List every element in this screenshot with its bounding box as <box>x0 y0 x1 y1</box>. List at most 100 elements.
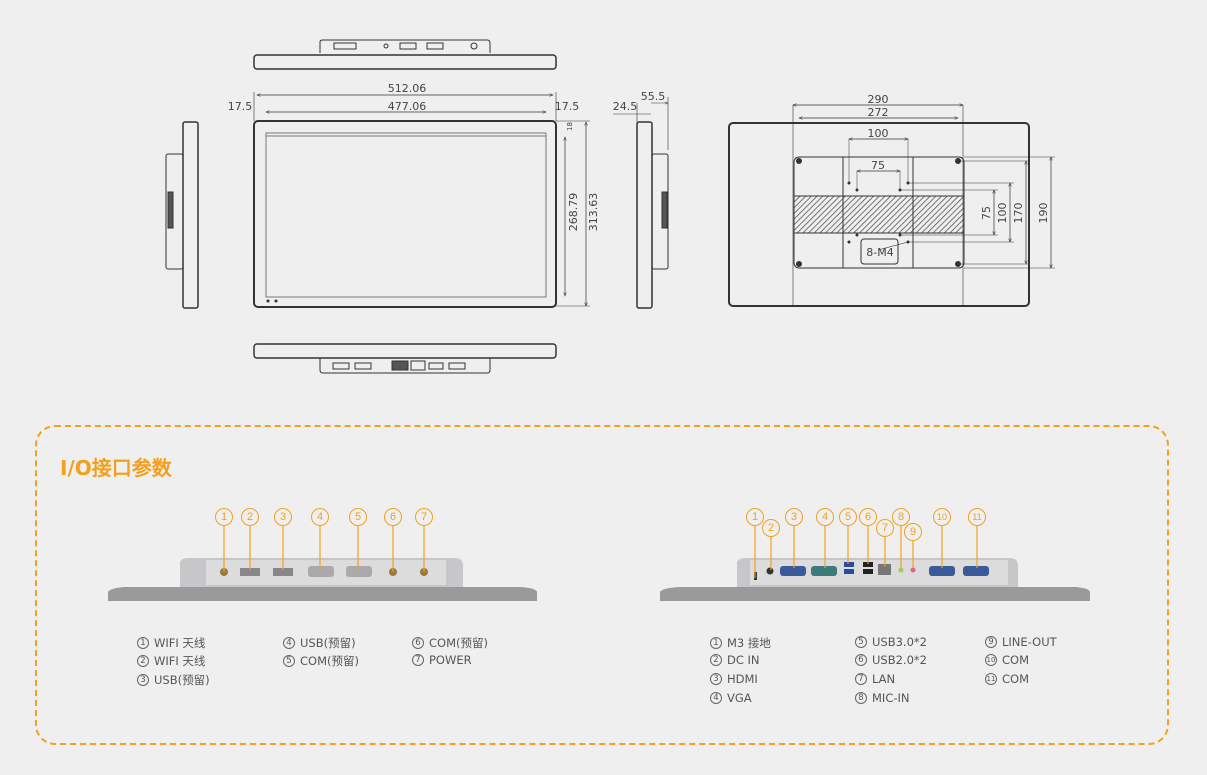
top-panel-callout-3: 3 <box>274 508 292 526</box>
bottom-panel-callout-3: 3 <box>785 508 803 526</box>
legend-label: COM <box>1002 653 1030 667</box>
top-panel-callout-7: 7 <box>415 508 433 526</box>
dim-total-height: 313.63 <box>587 193 600 232</box>
bottom-panel-legend-item: 11 COM <box>985 672 1029 686</box>
top-panel-legend-item: 5 COM(预留) <box>283 653 359 669</box>
legend-label: USB3.0*2 <box>872 635 927 649</box>
top-panel-callout-2: 2 <box>241 508 259 526</box>
dim-screen-width: 477.06 <box>388 100 427 113</box>
legend-number: 4 <box>710 692 722 704</box>
bottom-panel-legend-item: 9 LINE-OUT <box>985 635 1057 649</box>
dim-side-total-depth: 55.5 <box>641 90 666 103</box>
dim-back-290: 290 <box>868 93 889 106</box>
legend-label: M3 接地 <box>727 636 771 650</box>
legend-number: 7 <box>412 654 424 666</box>
top-panel-legend-item: 3 USB(预留) <box>137 672 210 688</box>
legend-number: 3 <box>137 674 149 686</box>
legend-label: VGA <box>727 691 752 705</box>
dim-height-75: 75 <box>980 206 993 220</box>
dim-back-272: 272 <box>868 106 889 119</box>
bottom-panel-legend-item: 5 USB3.0*2 <box>855 635 927 649</box>
top-panel-callout-6: 6 <box>384 508 402 526</box>
top-io-panel-photo <box>108 558 537 601</box>
dim-height-100: 100 <box>996 203 1009 224</box>
legend-number: 1 <box>710 637 722 649</box>
bottom-io-panel-photo <box>660 558 1090 601</box>
top-panel-legend-item: 7 POWER <box>412 653 472 667</box>
screw-label: 8-M4 <box>866 246 893 259</box>
front-view <box>253 92 590 308</box>
bottom-panel-legend-item: 2 DC IN <box>710 653 760 667</box>
top-panel-legend-item: 4 USB(预留) <box>283 635 356 651</box>
legend-number: 6 <box>855 654 867 666</box>
dim-vesa-75: 75 <box>871 159 885 172</box>
dim-height-170: 170 <box>1012 203 1025 224</box>
top-view <box>253 39 557 70</box>
legend-number: 11 <box>985 673 997 685</box>
legend-label: WIFI 天线 <box>154 636 206 650</box>
legend-label: DC IN <box>727 653 760 667</box>
legend-label: COM(预留) <box>300 654 359 668</box>
legend-label: LINE-OUT <box>1002 635 1057 649</box>
top-panel-legend-item: 2 WIFI 天线 <box>137 653 205 669</box>
bottom-panel-legend-item: 7 LAN <box>855 672 895 686</box>
legend-number: 8 <box>855 692 867 704</box>
legend-label: HDMI <box>727 672 758 686</box>
bottom-panel-callout-7: 7 <box>876 519 894 537</box>
top-panel-legend-item: 6 COM(预留) <box>412 635 488 651</box>
legend-number: 2 <box>137 655 149 667</box>
left-side-view <box>165 121 199 309</box>
bottom-panel-callout-10: 10 <box>933 508 951 526</box>
back-view <box>728 105 1055 307</box>
legend-label: USB(预留) <box>300 636 356 650</box>
dim-right-margin: 17.5 <box>555 100 580 113</box>
legend-label: USB2.0*2 <box>872 653 927 667</box>
bottom-panel-legend-item: 4 VGA <box>710 691 752 705</box>
legend-number: 1 <box>137 637 149 649</box>
bottom-panel-legend-item: 10 COM <box>985 653 1029 667</box>
top-panel-callout-1: 1 <box>215 508 233 526</box>
legend-number: 2 <box>710 654 722 666</box>
legend-label: COM(预留) <box>429 636 488 650</box>
legend-number: 10 <box>985 654 997 666</box>
right-side-view <box>613 97 668 309</box>
legend-number: 7 <box>855 673 867 685</box>
dim-total-width: 512.06 <box>388 82 427 95</box>
bottom-panel-legend-item: 1 M3 接地 <box>710 635 771 651</box>
legend-label: WIFI 天线 <box>154 654 206 668</box>
bottom-panel-callout-6: 6 <box>859 508 877 526</box>
legend-number: 3 <box>710 673 722 685</box>
bottom-panel-callout-9: 9 <box>904 523 922 541</box>
legend-label: COM <box>1002 672 1030 686</box>
bottom-panel-callout-1: 1 <box>746 508 764 526</box>
legend-number: 5 <box>855 636 867 648</box>
bottom-panel-callout-11: 11 <box>968 508 986 526</box>
bottom-panel-callout-4: 4 <box>816 508 834 526</box>
dim-top-offset: 18 <box>566 122 574 131</box>
bottom-panel-callout-2: 2 <box>762 519 780 537</box>
io-section-title: I/O接口参数 <box>60 456 172 480</box>
dim-side-panel-depth: 24.5 <box>613 100 638 113</box>
top-panel-callout-5: 5 <box>349 508 367 526</box>
legend-label: POWER <box>429 653 472 667</box>
legend-number: 4 <box>283 637 295 649</box>
bottom-view <box>253 343 557 374</box>
legend-number: 9 <box>985 636 997 648</box>
bottom-panel-callout-8: 8 <box>892 508 910 526</box>
callout-leader-lines <box>223 526 978 578</box>
legend-label: MIC-IN <box>872 691 910 705</box>
bottom-panel-legend-item: 6 USB2.0*2 <box>855 653 927 667</box>
dim-height-190: 190 <box>1037 203 1050 224</box>
top-panel-legend-item: 1 WIFI 天线 <box>137 635 205 651</box>
legend-label: USB(预留) <box>154 673 210 687</box>
dim-left-margin: 17.5 <box>228 100 253 113</box>
legend-number: 5 <box>283 655 295 667</box>
legend-number: 6 <box>412 637 424 649</box>
dim-screen-height: 268.79 <box>567 193 580 232</box>
top-panel-callout-4: 4 <box>311 508 329 526</box>
io-section-frame <box>35 425 1169 745</box>
bottom-panel-callout-5: 5 <box>839 508 857 526</box>
dim-vesa-100: 100 <box>868 127 889 140</box>
legend-label: LAN <box>872 672 896 686</box>
